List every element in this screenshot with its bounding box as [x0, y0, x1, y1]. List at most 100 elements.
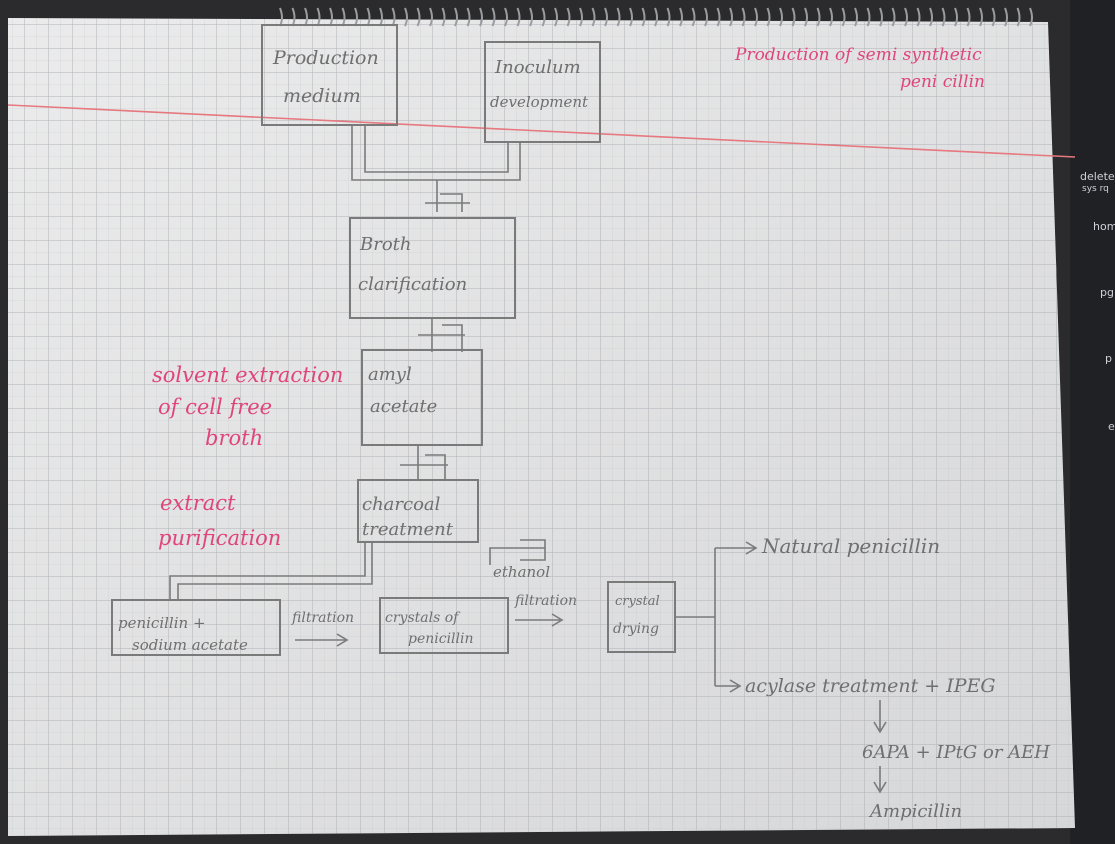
box-crystals-of-penicillin: crystals of penicillin [379, 597, 509, 654]
key-pgdn: p [1105, 352, 1112, 365]
spiral-ring [804, 7, 808, 27]
spiral-ring [691, 7, 696, 27]
svg-text:penicillin: penicillin [408, 631, 474, 647]
branch-connector [675, 541, 758, 693]
spiral-ring [579, 7, 583, 27]
svg-text:amyl: amyl [368, 364, 412, 385]
filtration-arrow-2: filtration [514, 593, 577, 627]
spiral-ring [929, 7, 933, 27]
arrow-to-6apa [873, 700, 887, 734]
spiral-ring [591, 7, 596, 27]
spiral-ring [466, 7, 471, 27]
spiral-ring [941, 7, 946, 27]
page-title: Production of semi synthetic peni cillin [734, 45, 985, 92]
ethanol-valve: ethanol [489, 539, 550, 581]
connector-3 [400, 445, 448, 480]
spiral-ring [329, 7, 333, 27]
keyboard-edge [1070, 0, 1115, 844]
spiral-ring [916, 7, 921, 27]
spiral-ring [779, 7, 783, 27]
box-crystal-drying: crystal drying [607, 581, 676, 653]
spiral-ring [866, 7, 871, 27]
connector-4 [169, 542, 373, 600]
spiral-ring [1016, 7, 1021, 27]
key-end: e [1108, 420, 1115, 433]
spiral-ring [504, 7, 508, 27]
spiral-ring [454, 7, 458, 27]
svg-text:extract: extract [160, 491, 236, 515]
key-delete: delete [1080, 170, 1115, 183]
spiral-ring [491, 7, 496, 27]
spiral-ring [966, 7, 971, 27]
svg-text:treatment: treatment [362, 519, 454, 540]
spiral-ring [604, 7, 608, 27]
output-acylase-treatment: acylase treatment + IPEG [745, 675, 996, 697]
spiral-ring [891, 7, 896, 27]
spiral-ring [379, 7, 383, 27]
spiral-ring [879, 7, 883, 27]
svg-text:charcoal: charcoal [362, 494, 441, 515]
spiral-ring [516, 7, 521, 27]
svg-text:filtration: filtration [291, 610, 354, 626]
spiral-ring [741, 7, 746, 27]
output-ampicillin: Ampicillin [868, 801, 962, 822]
spiral-ring [554, 7, 558, 27]
svg-text:purification: purification [158, 526, 281, 550]
box-charcoal-treatment: charcoal treatment [357, 479, 479, 543]
spiral-ring [279, 7, 283, 27]
spiral-ring [991, 7, 996, 27]
spiral-ring [479, 7, 483, 27]
box-amyl-acetate: amyl acetate [361, 349, 483, 446]
svg-text:crystal: crystal [615, 594, 660, 609]
svg-text:6APA + IPtG or AEH: 6APA + IPtG or AEH [862, 742, 1050, 763]
box-penicillin-sodium-acetate: penicillin + sodium acetate [111, 599, 281, 656]
spiral-ring [829, 7, 833, 27]
spiral-ring [341, 7, 346, 27]
svg-text:sodium acetate: sodium acetate [132, 636, 248, 654]
spiral-ring [429, 7, 433, 27]
spiral-ring [841, 7, 846, 27]
spiral-ring [304, 7, 308, 27]
spiral-ring [979, 7, 983, 27]
spiral-ring [316, 7, 321, 27]
svg-text:Ampicillin: Ampicillin [868, 801, 962, 822]
svg-text:penicillin +: penicillin + [118, 614, 206, 632]
connector-2 [418, 318, 465, 352]
svg-text:Inoculum: Inoculum [494, 57, 581, 78]
spiral-ring [729, 7, 733, 27]
spiral-ring [1029, 7, 1033, 27]
spiral-ring [654, 7, 658, 27]
spiral-ring [754, 7, 758, 27]
svg-text:crystals of: crystals of [385, 610, 461, 626]
spiral-ring [404, 7, 408, 27]
filtration-arrow-1: filtration [291, 610, 354, 647]
svg-text:Natural penicillin: Natural penicillin [761, 534, 940, 558]
spiral-ring [854, 7, 858, 27]
spiral-ring [904, 7, 908, 27]
box-production-medium: Production medium [261, 24, 398, 126]
svg-text:clarification: clarification [358, 274, 467, 295]
spiral-binding [279, 7, 1033, 27]
output-natural-penicillin: Natural penicillin [761, 534, 940, 558]
spiral-ring [441, 7, 446, 27]
key-pgup: pg [1100, 286, 1114, 299]
svg-text:broth: broth [205, 426, 263, 450]
key-home: hom [1093, 220, 1115, 233]
svg-text:acylase treatment + IPEG: acylase treatment + IPEG [745, 675, 996, 697]
box-inoculum-development: Inoculum development [484, 41, 601, 143]
spiral-ring [716, 7, 721, 27]
spiral-ring [541, 7, 546, 27]
merge-connector [351, 125, 521, 212]
arrow-to-ampicillin [873, 766, 887, 794]
svg-text:Broth: Broth [359, 234, 412, 255]
spiral-ring [766, 7, 771, 27]
spiral-ring [816, 7, 821, 27]
spiral-ring [679, 7, 683, 27]
svg-text:of cell free: of cell free [158, 395, 272, 419]
svg-text:Production of semi synthetic: Production of semi synthetic [734, 45, 982, 65]
spiral-ring [704, 7, 708, 27]
svg-text:acetate: acetate [370, 396, 437, 417]
notebook-page [7, 18, 1076, 836]
spiral-ring [666, 7, 671, 27]
spiral-ring [791, 7, 796, 27]
